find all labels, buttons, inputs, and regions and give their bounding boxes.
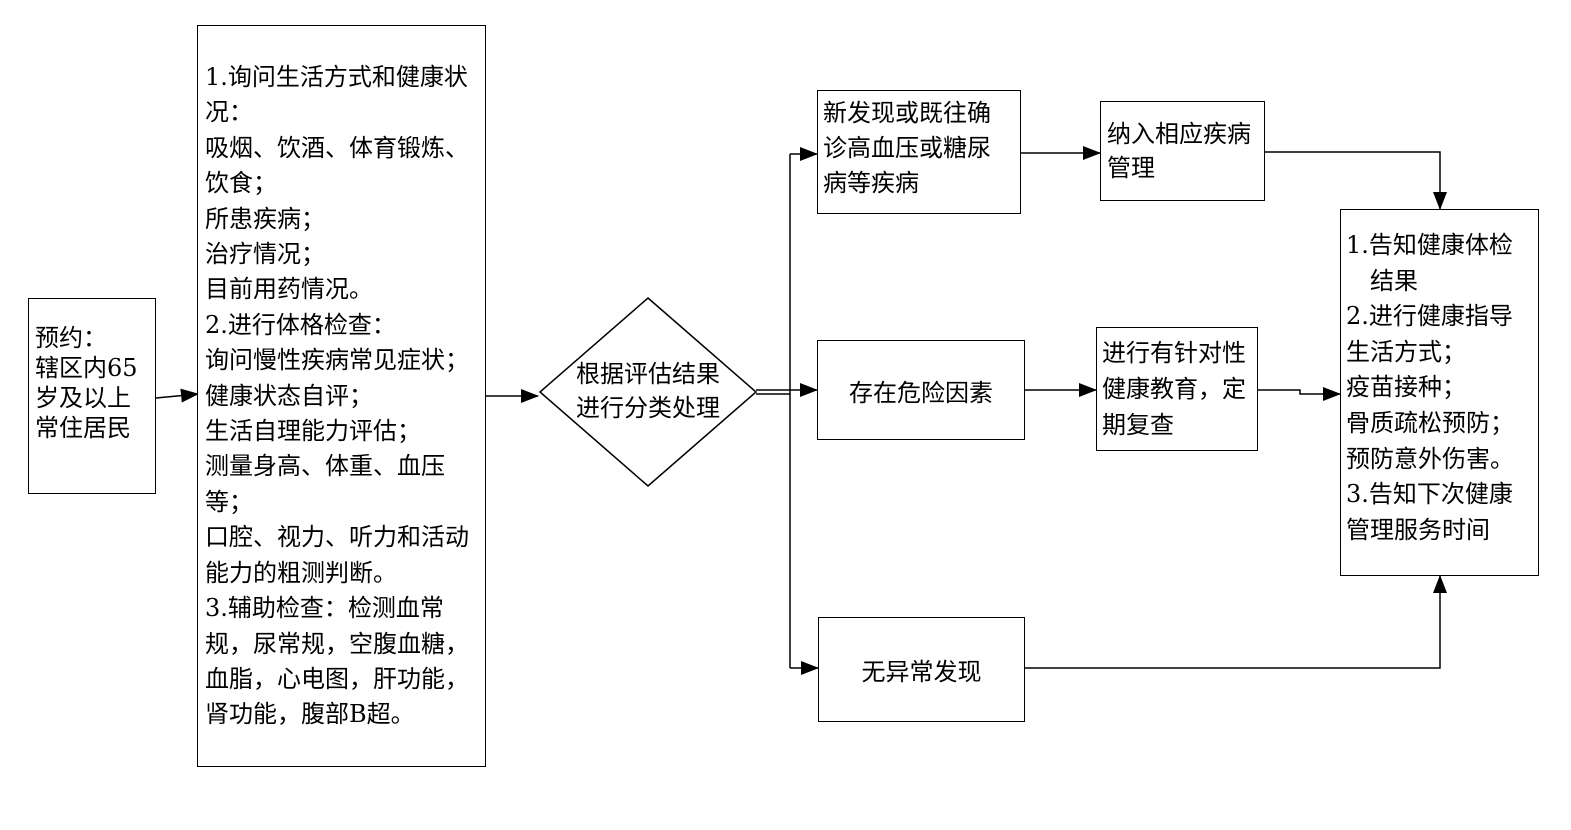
decision-line: 根据评估结果 — [576, 360, 720, 388]
outcome-disease-line: 诊高血压或糖尿 — [823, 134, 991, 162]
assessment-line: 健康状态自评； — [205, 381, 373, 410]
final-line: 骨质疏松预防； — [1346, 408, 1514, 437]
outcome-risk-box: 存在危险因素 — [817, 340, 1025, 440]
assessment-line: 询问慢性疾病常见症状； — [205, 346, 469, 375]
final-line: 预防意外伤害。 — [1346, 444, 1514, 473]
action-manage-box: 纳入相应疾病 管理 — [1100, 101, 1265, 201]
final-line: 2.进行健康指导 — [1346, 302, 1513, 331]
appointment-line: 常住居民 — [35, 414, 131, 442]
assessment-line: 饮食； — [205, 169, 277, 198]
assessment-line: 况： — [205, 98, 253, 127]
action-educate-line: 进行有针对性 — [1102, 339, 1246, 367]
outcome-risk-label: 存在危险因素 — [849, 378, 993, 407]
assessment-line: 吸烟、饮酒、体育锻炼、 — [205, 133, 469, 162]
appointment-title: 预约： — [35, 324, 107, 352]
final-line: 3.告知下次健康 — [1346, 480, 1513, 509]
outcome-disease-line: 病等疾病 — [823, 169, 919, 197]
assessment-box: 1.询问生活方式和健康状 况： 吸烟、饮酒、体育锻炼、 饮食； 所患疾病； 治疗… — [197, 25, 486, 767]
assessment-line: 生活自理能力评估； — [205, 417, 421, 446]
action-educate-box: 进行有针对性 健康教育，定 期复查 — [1096, 327, 1258, 451]
decision-line: 进行分类处理 — [576, 394, 720, 422]
assessment-line: 能力的粗测判断。 — [205, 558, 397, 587]
decision-label: 根据评估结果 进行分类处理 — [566, 357, 730, 425]
action-manage-line: 管理 — [1107, 154, 1155, 182]
appointment-line: 辖区内65 — [35, 354, 138, 382]
arrow-appointment-to-assessment — [155, 388, 199, 403]
assessment-line: 血脂，心电图，肝功能， — [205, 664, 469, 693]
action-manage-line: 纳入相应疾病 — [1107, 120, 1251, 148]
assessment-line: 肾功能，腹部B超。 — [205, 700, 415, 729]
assessment-line: 2.进行体格检查： — [205, 310, 396, 339]
appointment-line: 岁及以上 — [35, 384, 131, 412]
assessment-line: 3.辅助检查：检测血常 — [205, 594, 444, 623]
assessment-line: 规，尿常规，空腹血糖， — [205, 629, 469, 658]
assessment-line: 口腔、视力、听力和活动 — [205, 523, 469, 552]
arrow-normal-to-final — [1025, 575, 1447, 669]
decision-diamond — [538, 297, 758, 487]
assessment-line: 等； — [205, 487, 253, 516]
assessment-line: 治疗情况； — [205, 240, 325, 269]
assessment-line: 所患疾病； — [205, 204, 325, 233]
arrow-educate-to-final — [1258, 387, 1341, 401]
final-box: 1.告知健康体检 结果 2.进行健康指导 生活方式； 疫苗接种； 骨质疏松预防；… — [1340, 209, 1539, 576]
outcome-disease-line: 新发现或既往确 — [823, 99, 991, 127]
final-line: 1.告知健康体检 — [1346, 231, 1513, 259]
final-line: 疫苗接种； — [1346, 373, 1466, 402]
action-educate-line: 健康教育，定 — [1102, 375, 1246, 403]
assessment-line: 目前用药情况。 — [205, 275, 373, 304]
outcome-normal-box: 无异常发现 — [818, 617, 1025, 722]
action-educate-line: 期复查 — [1102, 411, 1174, 439]
outcome-disease-box: 新发现或既往确 诊高血压或糖尿 病等疾病 — [817, 90, 1021, 214]
appointment-box: 预约： 辖区内65 岁及以上 常住居民 — [28, 298, 156, 494]
final-line: 结果 — [1346, 266, 1418, 295]
final-line: 生活方式； — [1346, 337, 1466, 366]
outcome-normal-label: 无异常发现 — [861, 658, 982, 686]
arrow-manage-to-final — [1265, 151, 1447, 210]
final-line: 管理服务时间 — [1346, 515, 1490, 544]
assessment-line: 测量身高、体重、血压 — [205, 452, 445, 481]
assessment-line: 1.询问生活方式和健康状 — [205, 63, 468, 91]
